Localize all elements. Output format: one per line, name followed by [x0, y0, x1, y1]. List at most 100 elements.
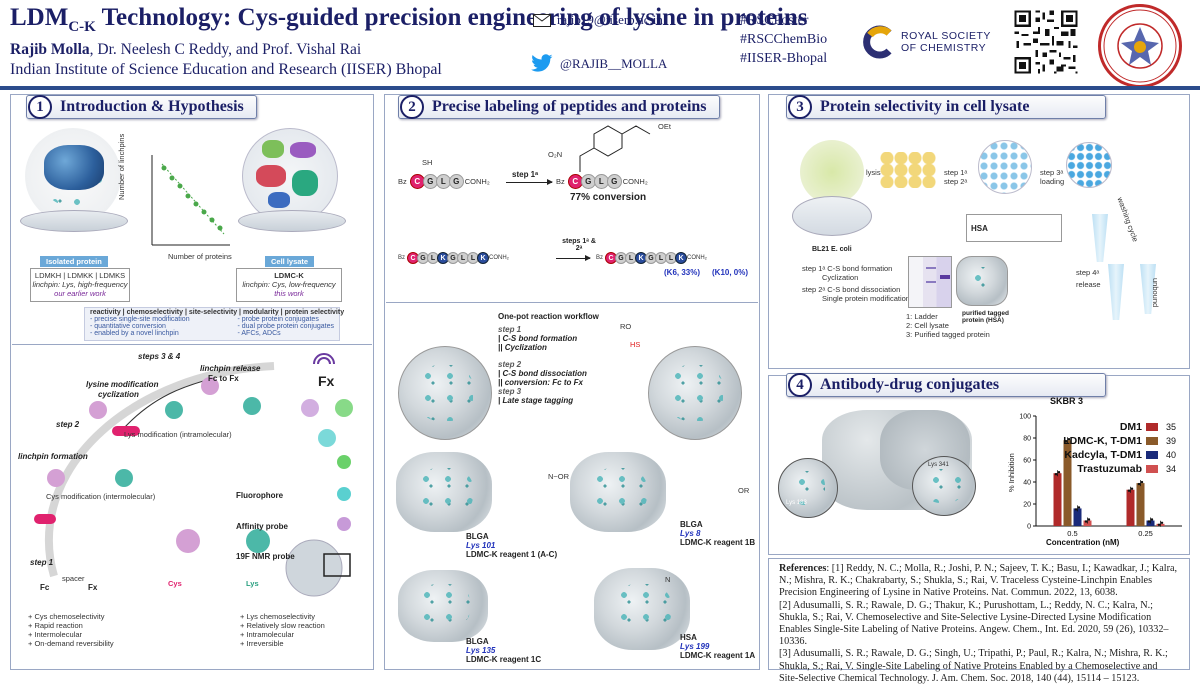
- chem-fragment: N~OR: [548, 472, 570, 481]
- lys-label: Lys: [246, 579, 259, 588]
- conh2-label: CONH₂: [622, 177, 648, 186]
- antibody-zoom: [912, 456, 976, 516]
- protein-structure: [648, 346, 742, 440]
- hashtag[interactable]: #IISER-Bhopal: [740, 51, 828, 66]
- chart-title: SKBR 3: [1050, 396, 1083, 406]
- peptide-2-reactant: Bz C G L K G L L K CONH₂: [398, 252, 509, 264]
- isolated-protein-blob: [44, 145, 104, 190]
- box-text: linchpin: Cys, low-frequency: [242, 280, 336, 289]
- residue-bead: G: [448, 174, 464, 189]
- mech-label: Fc: [40, 583, 50, 592]
- protein-structure: [570, 452, 666, 532]
- conh2-label: CONH₂: [464, 177, 490, 186]
- lysate-circle: [978, 140, 1032, 194]
- list-item: + Cys chemoselectivity: [28, 612, 105, 621]
- lys-site: Lys 135: [466, 646, 496, 655]
- mech-label: Lys modification (intramolecular): [124, 430, 232, 439]
- workflow-steps: One-pot reaction workflow step 1 | C-S b…: [498, 312, 599, 405]
- twitter-contact[interactable]: @RAJIB__MOLLA: [530, 54, 667, 73]
- legend-value: 35: [1166, 422, 1177, 432]
- section-title: Precise labeling of peptides and protein…: [432, 98, 707, 115]
- workflow-step: step 1: [498, 325, 522, 334]
- section-title: Introduction & Hypothesis: [60, 98, 244, 115]
- conjugate-label: HSA Lys 199 LDMC-K reagent 1A: [680, 633, 755, 660]
- mech-label: Fx: [88, 583, 98, 592]
- box-text: our earlier work: [54, 289, 106, 298]
- column-tube: [1140, 264, 1156, 314]
- chem-fragment: OR: [738, 486, 750, 495]
- hsa-label: HSA: [971, 224, 988, 233]
- probe-nmr: 19F NMR probe: [236, 552, 295, 561]
- hashtag[interactable]: #RSCChemBio: [740, 32, 828, 47]
- email-contact[interactable]: rajib19@iiserb.ac.in: [533, 12, 663, 28]
- legend-value: 34: [1166, 464, 1177, 474]
- feature-item: - enabled by a novel linchpin: [90, 330, 179, 337]
- qr-code[interactable]: [1012, 8, 1080, 76]
- protein-name: BLGA: [466, 637, 489, 646]
- step-text: Single protein modification: [822, 294, 910, 303]
- protein-name: HSA: [680, 633, 697, 642]
- residue-bead: K: [675, 252, 688, 264]
- envelope-icon: [533, 13, 551, 27]
- conjugate-label: BLGA Lys 101 LDMC-K reagent 1 (A-C): [466, 532, 557, 559]
- twitter-bird-icon: [531, 54, 553, 72]
- step-label: step 1ᵃ: [944, 168, 968, 177]
- residue-bead: G: [606, 174, 622, 189]
- data-point: [1127, 489, 1131, 492]
- y-tick-label: 60: [1023, 458, 1031, 465]
- bz-label: Bz: [556, 177, 565, 186]
- reference-text: [1] Reddy, N. C.; Molla, R.; Joshi, P. N…: [779, 563, 1178, 599]
- legend-label: DM1: [1119, 421, 1142, 433]
- data-point: [1054, 473, 1058, 476]
- antibody-zoom: [778, 458, 838, 518]
- data-point: [1077, 506, 1081, 509]
- legend-swatch: [1146, 451, 1158, 459]
- lys-site: Lys 199: [680, 642, 710, 651]
- conh2-label: CONH₂: [489, 255, 510, 261]
- mech-label: linchpin release: [200, 364, 261, 373]
- workflow-title: One-pot reaction workflow: [498, 312, 599, 321]
- bz-label: Bz: [398, 255, 406, 261]
- list-item: + Intermolecular: [28, 630, 82, 639]
- data-point: [1150, 518, 1154, 521]
- features-box: reactivity | chemoselectivity | site-sel…: [84, 307, 344, 341]
- protein-structure: [396, 452, 492, 532]
- y-tick-label: 20: [1023, 502, 1031, 509]
- step-label: step 3ᵃ: [1040, 168, 1064, 177]
- k10-label: (K10, 0%): [712, 268, 749, 277]
- cell-lysate-label: Cell lysate: [265, 256, 315, 267]
- email-text: rajib19@iiserb.ac.in: [557, 12, 663, 27]
- chem-fragment: OEt: [658, 122, 671, 131]
- hashtags: #RSCPoster #RSCChemBio #IISER-Bhopal: [740, 11, 827, 68]
- feature-item: - quantitative conversion: [90, 323, 166, 330]
- workflow-step: | C-S bond formation: [498, 334, 578, 343]
- list-item: + Lys chemoselectivity: [240, 612, 315, 621]
- chem-fragment: N: [665, 575, 671, 584]
- iiser-seal-logo: [1098, 4, 1182, 88]
- chem-structure: [579, 125, 651, 172]
- gel-legend: 1: Ladder 2: Cell lysate 3: Purified tag…: [906, 312, 990, 339]
- lys-site: Lys 8: [680, 529, 701, 538]
- hashtag[interactable]: #RSCPoster: [740, 13, 809, 28]
- reagent-name: LDMC-K reagent 1C: [466, 655, 542, 664]
- legend-swatch: [1146, 465, 1158, 473]
- workflow-step: || conversion: Fc to Fx: [498, 378, 583, 387]
- y-tick-label: 40: [1023, 480, 1031, 487]
- reference-item: References: [1] Reddy, N. C.; Molla, R.;…: [779, 563, 1178, 599]
- chem-fragment: O₂N: [548, 150, 563, 159]
- step-text: step 1ᵃ C-S bond formation: [802, 264, 893, 273]
- ecoli-label: BL21 E. coli: [812, 246, 852, 253]
- box-text: LDMKH | LDMKK | LDMKS: [34, 271, 126, 280]
- lys-site: Lys 341: [928, 462, 949, 468]
- bar: [1073, 508, 1082, 526]
- bar: [1063, 440, 1072, 526]
- ecoli-culture: [800, 140, 864, 204]
- column-tube: [1092, 214, 1108, 262]
- lys-features-list: + Lys chemoselectivity + Relatively slow…: [240, 612, 325, 648]
- references-label: References: [779, 563, 827, 574]
- workflow-step: step 2: [498, 360, 522, 369]
- step-text: step 2ᵃ C-S bond dissociation: [802, 285, 901, 294]
- sds-gel: [908, 256, 952, 308]
- peptide-1-product: Bz C G L G CONH₂: [556, 174, 648, 189]
